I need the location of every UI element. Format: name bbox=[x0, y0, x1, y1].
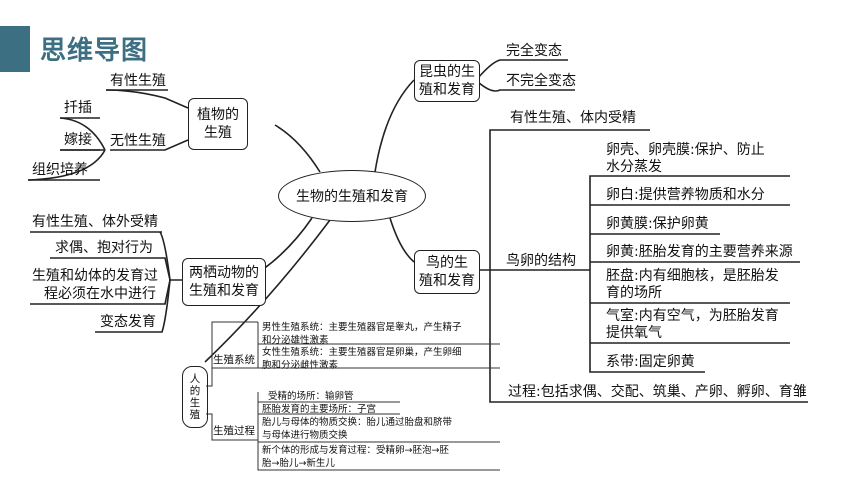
human-step-fertilization: 受精的场所：输卵管 bbox=[268, 391, 354, 402]
human-step-embryo-site: 胚胎发育的主要场所：子宫 bbox=[262, 404, 377, 415]
link-plant-asexual bbox=[110, 139, 189, 151]
amphibian-box-line2: 生殖和发育 bbox=[189, 283, 259, 299]
human-system-label: 生殖系统 bbox=[213, 354, 255, 366]
human-step-exchange-2: 与母体进行物质交换 bbox=[262, 430, 348, 441]
bird-box: 鸟的生殖和发育 bbox=[414, 250, 480, 294]
amphibian-box-line1: 两栖动物的 bbox=[189, 265, 259, 281]
human-box-char2: 的 bbox=[189, 385, 201, 397]
human-box-char3: 生 bbox=[189, 397, 201, 409]
link-center-amphibian bbox=[261, 217, 313, 271]
amphibian-item-2: 求偶、抱对行为 bbox=[55, 240, 153, 256]
egg-part-disc-2: 育的场所 bbox=[606, 285, 662, 301]
plant-method-tissue-culture: 组织培养 bbox=[32, 162, 88, 178]
insect-box: 昆虫的生殖和发育 bbox=[414, 60, 480, 102]
insect-incomplete: 不完全变态 bbox=[506, 73, 576, 89]
link-center-human bbox=[204, 219, 331, 363]
link-center-bird bbox=[389, 217, 415, 263]
amphibian-item-3b: 程必须在水中进行 bbox=[44, 286, 156, 302]
page-title: 思维导图 bbox=[40, 36, 149, 66]
bird-process: 过程:包括求偶、交配、筑巢、产卵、孵卵、育雏 bbox=[508, 384, 807, 400]
egg-part-shell-1: 卵壳、卵壳膜:保护、防止 bbox=[606, 142, 765, 158]
egg-part-yolk-membrane: 卵黄膜:保护卵黄 bbox=[606, 216, 709, 232]
bird-box-line1: 鸟的生 bbox=[426, 255, 468, 271]
human-male-2: 和分泌雄性激素 bbox=[262, 335, 329, 346]
plant-box-line2: 生殖 bbox=[204, 125, 232, 141]
plant-box-line1: 植物的 bbox=[197, 107, 239, 123]
human-male-1: 男性生殖系统：主要生殖器官是睾丸，产生精子 bbox=[262, 322, 462, 333]
egg-part-yolk: 卵黄:胚胎发育的主要营养来源 bbox=[606, 244, 793, 260]
human-box-char4: 殖 bbox=[189, 409, 201, 421]
insect-complete: 完全变态 bbox=[506, 43, 562, 59]
plant-sexual-label: 有性生殖 bbox=[110, 73, 166, 89]
egg-part-albumen: 卵白:提供营养物质和水分 bbox=[606, 187, 765, 203]
egg-part-air-cell-1: 气室:内有空气，为胚胎发育 bbox=[606, 308, 779, 324]
link-plant-sexual bbox=[105, 89, 189, 109]
amphibian-item-4: 变态发育 bbox=[100, 314, 156, 330]
egg-part-shell-2: 水分蒸发 bbox=[606, 159, 662, 175]
human-female-1: 女性生殖系统：主要生殖器官是卵巢，产生卵细 bbox=[262, 347, 462, 358]
insect-box-line1: 昆虫的生 bbox=[419, 64, 475, 80]
egg-part-disc-1: 胚盘:内有细胞核，是胚胎发 bbox=[606, 268, 779, 284]
plant-method-cutting: 扦插 bbox=[64, 100, 92, 116]
egg-part-air-cell-2: 提供氧气 bbox=[606, 325, 662, 341]
human-process-label: 生殖过程 bbox=[213, 425, 255, 437]
link-center-insect bbox=[374, 79, 415, 173]
human-reproduction-box: 人 的 生 殖 bbox=[182, 366, 208, 428]
egg-part-chalaza: 系带:固定卵黄 bbox=[606, 354, 695, 370]
plant-reproduction-box: 植物的生殖 bbox=[188, 98, 248, 150]
human-step-exchange-1: 胎儿与母体的物质交换：胎儿通过胎盘和脐带 bbox=[262, 417, 453, 428]
link-center-plant bbox=[274, 124, 321, 173]
amphibian-item-1: 有性生殖、体外受精 bbox=[32, 214, 158, 230]
center-node: 生物的生殖和发育 bbox=[278, 170, 426, 222]
amphibian-item-3a: 生殖和幼体的发育过 bbox=[32, 268, 158, 284]
insect-box-line2: 殖和发育 bbox=[419, 82, 475, 98]
plant-method-grafting: 嫁接 bbox=[64, 132, 92, 148]
plant-asexual-label: 无性生殖 bbox=[110, 133, 166, 149]
human-step-development-2: 胎→胎儿→新生儿 bbox=[262, 458, 335, 469]
human-step-development-1: 新个体的形成与发育过程：受精卵→胚泡→胚 bbox=[262, 445, 449, 456]
title-accent-bar bbox=[0, 26, 30, 72]
bird-top-label: 有性生殖、体内受精 bbox=[510, 110, 636, 126]
bird-box-line2: 殖和发育 bbox=[419, 273, 475, 289]
human-female-2: 胞和分泌雌性激素 bbox=[262, 360, 339, 371]
human-box-char1: 人 bbox=[189, 373, 201, 385]
bird-egg-label: 鸟卵的结构 bbox=[506, 253, 576, 269]
amphibian-box: 两栖动物的生殖和发育 bbox=[182, 258, 266, 306]
